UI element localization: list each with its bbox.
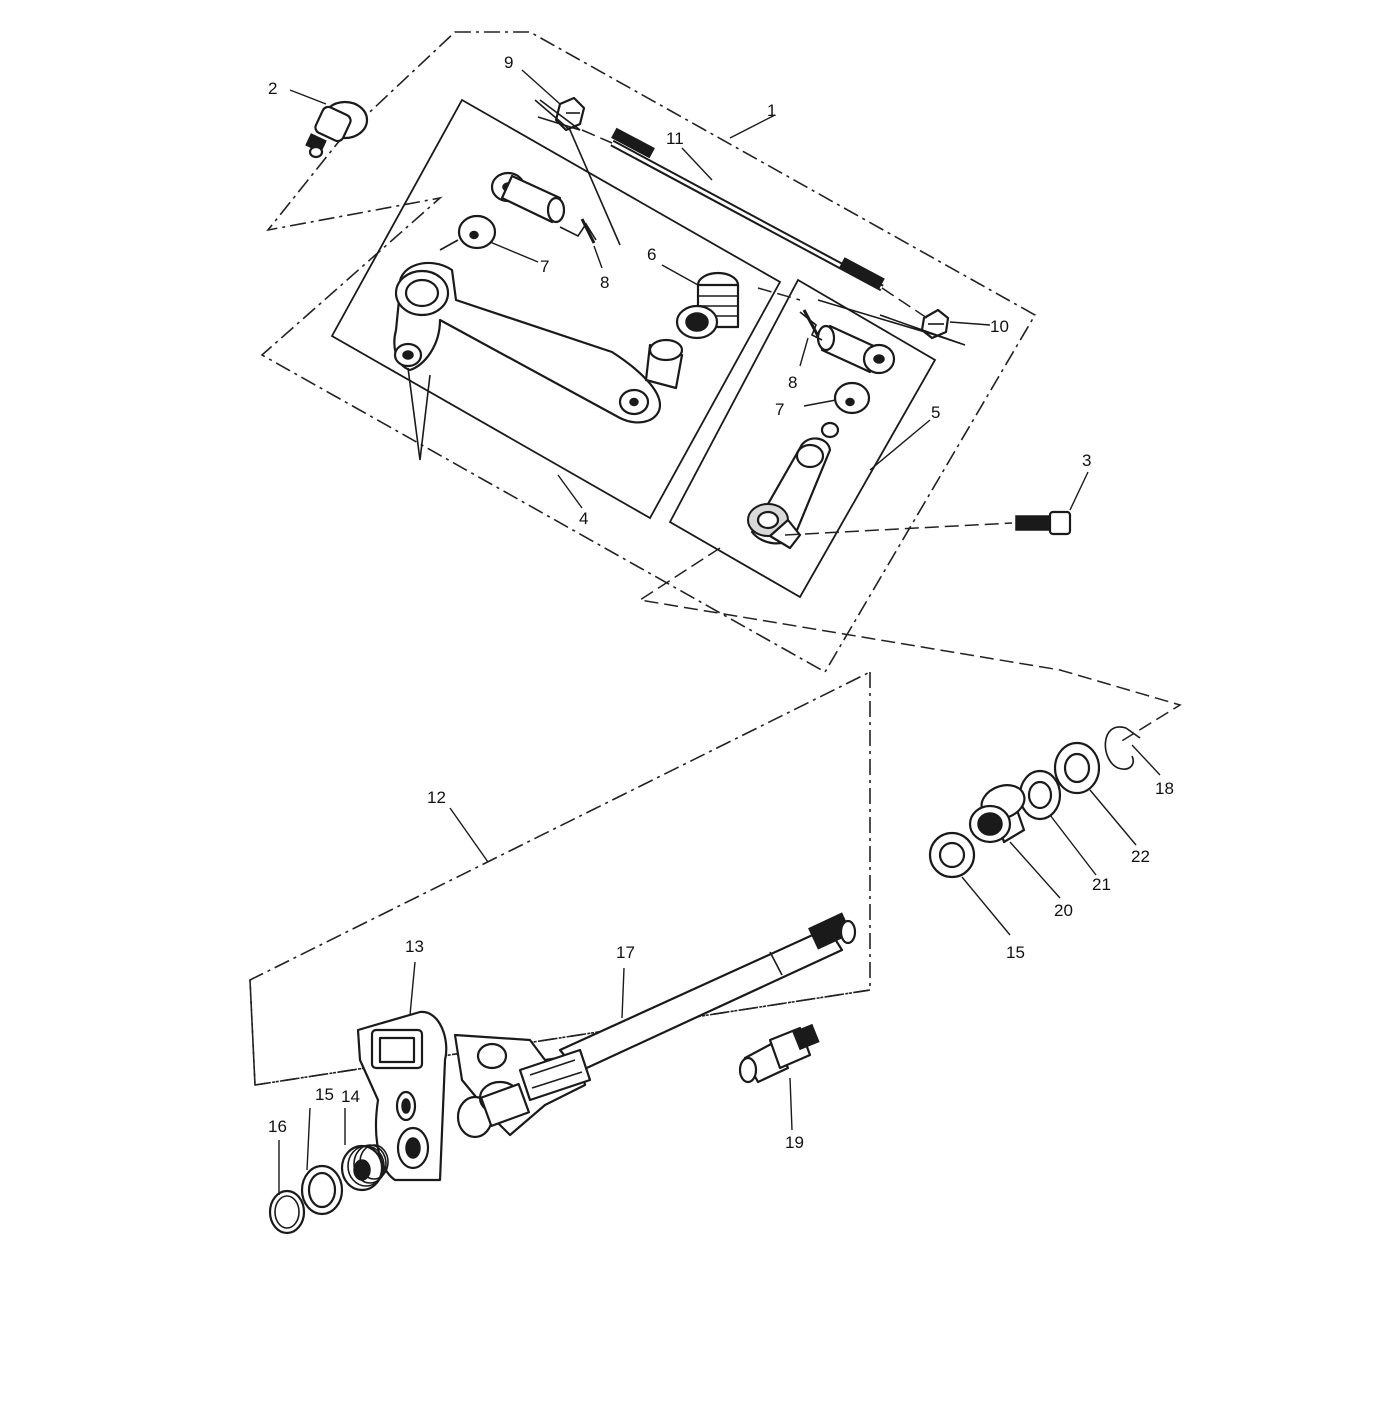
part-16-circlip	[268, 1189, 306, 1235]
callout-14: 14	[341, 1087, 360, 1106]
callout-7-left: 7	[540, 257, 549, 276]
callout-17: 17	[616, 943, 635, 962]
part-2-pivot-bolt	[305, 100, 369, 159]
callout-13: 13	[405, 937, 424, 956]
part-22-washer	[1053, 741, 1101, 795]
callouts: 1 2 3 4 5 6 7 7 8 8 9 10 11 12 13 14 15 …	[268, 53, 1174, 1152]
part-6-rubber	[675, 271, 740, 340]
part-13-shift-plate	[356, 1010, 448, 1182]
callout-12: 12	[427, 788, 446, 807]
part-3-bolt	[1015, 510, 1072, 536]
part-21-washer	[1018, 769, 1062, 821]
align-line-shaft	[637, 547, 1182, 743]
align-line-washer-right	[817, 299, 966, 346]
assembly-12-boundary	[249, 670, 871, 1086]
align-line-rod-right	[881, 287, 931, 321]
callout-5: 5	[931, 403, 940, 422]
part-20-bushing	[968, 784, 1026, 844]
callout-16: 16	[268, 1117, 287, 1136]
align-line-pin2	[537, 99, 581, 131]
part-shaft-arm-assembly	[453, 1033, 592, 1139]
align-line-washer-left	[439, 239, 459, 251]
part-5-shift-arm	[747, 421, 840, 550]
leader-lines	[278, 69, 1161, 1195]
callout-7-right: 7	[775, 400, 784, 419]
assembly-12-left-edge	[249, 979, 256, 1086]
callout-15-right: 15	[1006, 943, 1025, 962]
align-line-pin	[534, 99, 621, 246]
align-line-pedal	[407, 367, 431, 461]
assembly-4-box	[330, 98, 782, 520]
callout-10: 10	[990, 317, 1009, 336]
align-line-rod	[581, 129, 613, 144]
part-15-washer-left	[300, 1164, 344, 1216]
part-8-cotter-pin-right	[799, 309, 823, 341]
part-19-stud	[738, 1023, 820, 1084]
part-rod-end-left	[490, 171, 566, 224]
part-17-shift-shaft	[558, 912, 857, 1074]
part-9-nut	[554, 96, 586, 132]
part-8-cotter-pin-left	[559, 218, 597, 244]
callout-11: 11	[666, 129, 684, 148]
assembly-5-box	[668, 278, 937, 599]
part-7-washer-left	[457, 214, 497, 250]
callout-9: 9	[504, 53, 513, 72]
callout-18: 18	[1155, 779, 1174, 798]
callout-19: 19	[785, 1133, 804, 1152]
callout-8-right: 8	[788, 373, 797, 392]
part-14-spring	[340, 1144, 389, 1192]
callout-8-left: 8	[600, 273, 609, 292]
callout-15-left: 15	[315, 1085, 334, 1104]
align-line-arm	[757, 287, 801, 301]
callout-4: 4	[579, 509, 588, 528]
callout-6: 6	[647, 245, 656, 264]
callout-3: 3	[1082, 451, 1091, 470]
assembly-1-boundary	[260, 31, 1037, 674]
callout-22: 22	[1131, 847, 1150, 866]
callout-20: 20	[1054, 901, 1073, 920]
part-rod-end-right	[816, 324, 896, 375]
align-line-bolt	[784, 522, 1013, 536]
part-7-washer-right	[833, 381, 871, 415]
callout-21: 21	[1092, 875, 1111, 894]
part-15-washer-right	[928, 831, 976, 879]
part-18-circlip	[1104, 726, 1141, 770]
callout-2: 2	[268, 79, 277, 98]
part-11-tie-rod	[610, 127, 885, 292]
assembly-12-bottom-edge	[254, 989, 871, 1086]
callout-1: 1	[767, 101, 776, 120]
part-4-shift-pedal	[393, 261, 684, 424]
